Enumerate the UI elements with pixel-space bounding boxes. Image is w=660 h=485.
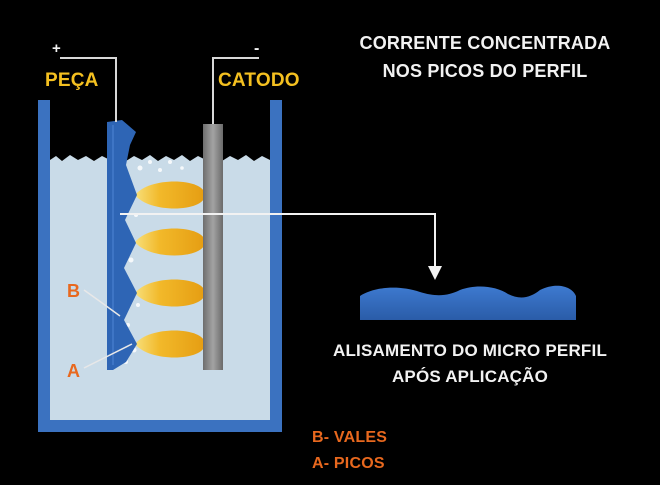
cathode-wire [212, 57, 259, 124]
workpiece-anode [107, 120, 137, 370]
result-arrow-head [428, 266, 442, 280]
current-flow-4 [135, 330, 205, 358]
marker-a: A [67, 361, 81, 381]
current-flow-1 [135, 181, 205, 209]
cathode-label: CATODO [218, 70, 300, 91]
title-line-2: NOS PICOS DO PERFIL [382, 61, 588, 81]
current-flow-2 [135, 228, 205, 256]
wires [60, 57, 259, 124]
cathode-electrode [203, 124, 223, 370]
legend-peaks: A- PICOS [312, 455, 385, 472]
electrolytic-tank [38, 100, 282, 432]
smoothed-profile [360, 285, 576, 320]
marker-leaders [83, 289, 133, 369]
title-line-1: CORRENTE CONCENTRADA [359, 33, 611, 53]
legend-valleys: B- VALES [312, 429, 388, 446]
result-caption-line-2: APÓS APLICAÇÃO [391, 367, 549, 386]
current-flow-3 [135, 279, 205, 307]
marker-a-leader [83, 343, 133, 369]
marker-b-leader [83, 289, 121, 317]
current-flow [135, 181, 205, 358]
anode-label: PEÇA [45, 70, 99, 91]
result-caption-line-1: ALISAMENTO DO MICRO PERFIL [332, 341, 608, 360]
anode-sign: + [52, 40, 61, 57]
marker-b: B [67, 281, 81, 301]
cathode-sign: - [254, 40, 260, 57]
anode-wire [60, 57, 117, 122]
result-arrow [120, 213, 436, 268]
